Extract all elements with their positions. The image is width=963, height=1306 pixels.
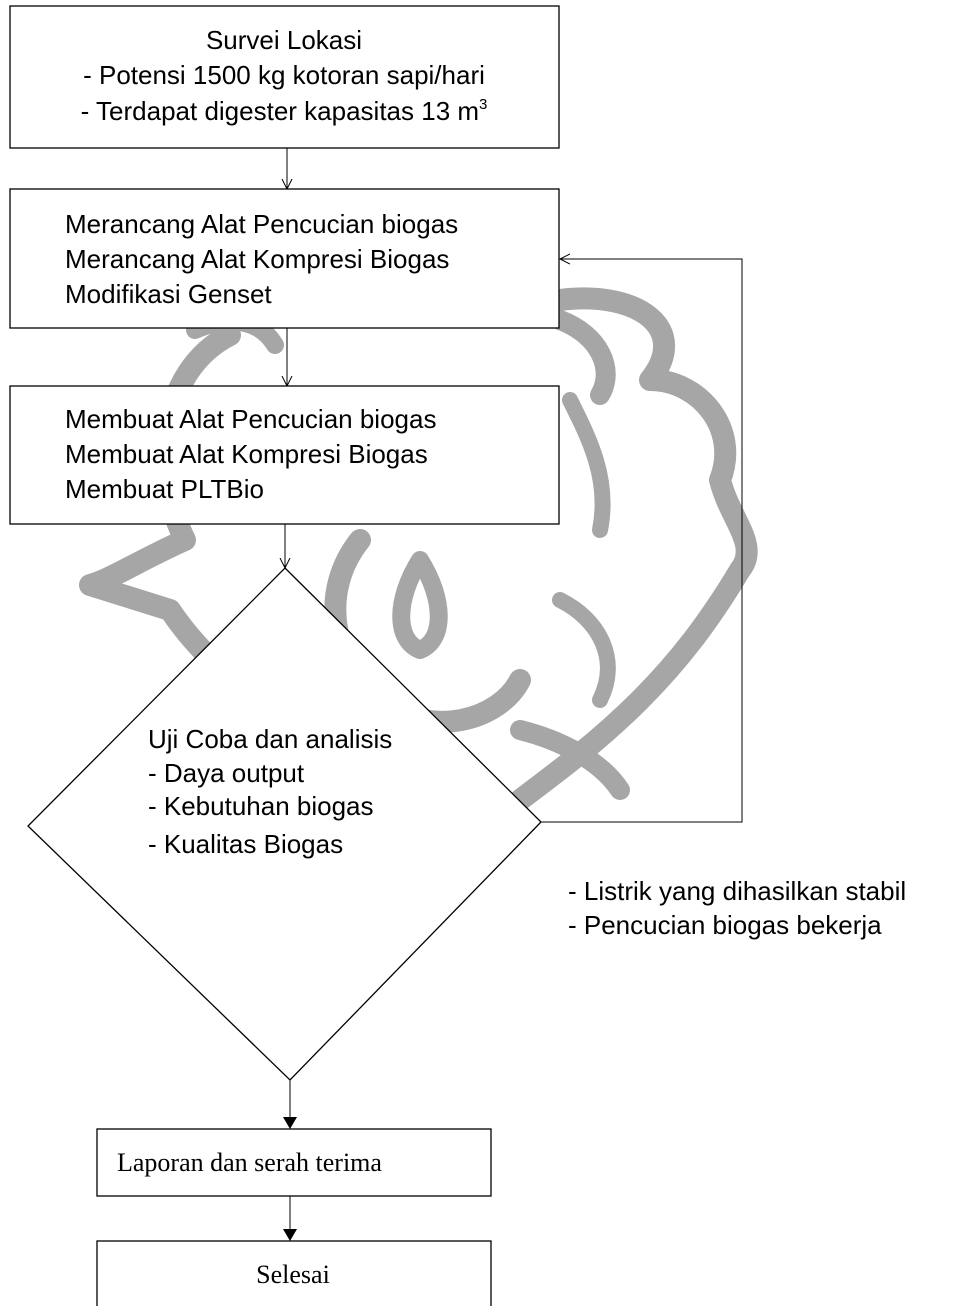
- decision-item-3: - Kualitas Biogas: [148, 829, 343, 859]
- build-line-1: Membuat Alat Pencucian biogas: [65, 404, 436, 434]
- survey-digester-text: - Terdapat digester kapasitas 13 m3: [81, 96, 488, 126]
- decision-diamond: Uji Coba dan analisis - Daya output - Ke…: [27, 567, 542, 1081]
- build-line-3: Membuat PLTBio: [65, 474, 264, 504]
- decision-item-1: - Daya output: [148, 758, 305, 788]
- criteria-line-1: - Listrik yang dihasilkan stabil: [568, 876, 906, 906]
- design-line-2: Merancang Alat Kompresi Biogas: [65, 244, 449, 274]
- build-box: Membuat Alat Pencucian biogas Membuat Al…: [9, 385, 560, 525]
- build-line-2: Membuat Alat Kompresi Biogas: [65, 439, 428, 469]
- finish-label: Selesai: [256, 1260, 330, 1289]
- survey-title: Survei Lokasi: [206, 25, 362, 55]
- criteria-text: - Listrik yang dihasilkan stabil - Pencu…: [568, 876, 906, 940]
- design-line-3: Modifikasi Genset: [65, 279, 272, 309]
- feedback-loop-line: [541, 259, 743, 823]
- decision-title: Uji Coba dan analisis: [148, 724, 392, 754]
- report-label: Laporan dan serah terima: [117, 1148, 382, 1177]
- design-line-1: Merancang Alat Pencucian biogas: [65, 209, 458, 239]
- report-box: Laporan dan serah terima: [96, 1128, 492, 1197]
- finish-box: Selesai: [96, 1240, 492, 1306]
- survey-potential-text: - Potensi 1500 kg kotoran sapi/hari: [83, 60, 485, 90]
- survey-box: Survei Lokasi - Potensi 1500 kg kotoran …: [9, 5, 560, 149]
- criteria-line-2: - Pencucian biogas bekerja: [568, 910, 882, 940]
- design-box: Merancang Alat Pencucian biogas Merancan…: [9, 188, 560, 329]
- decision-item-2: - Kebutuhan biogas: [148, 791, 374, 821]
